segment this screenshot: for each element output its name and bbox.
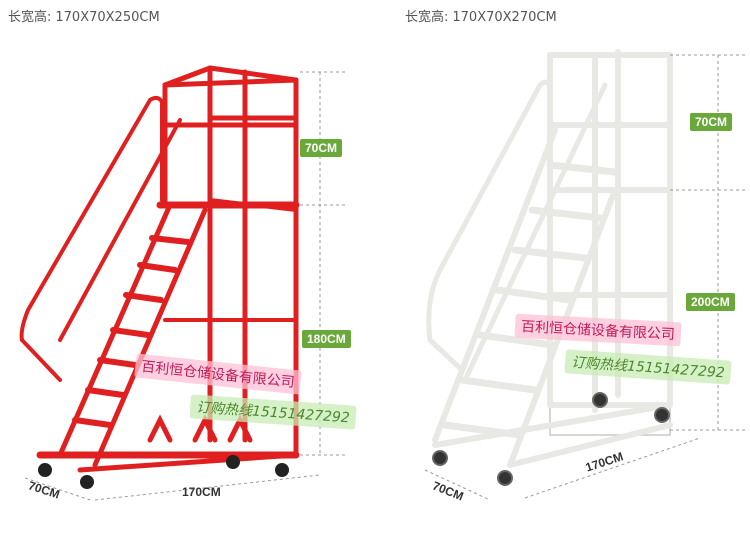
left-red-ladder (19, 65, 300, 489)
left-spec-value: 170X70X250CM (55, 10, 160, 25)
right-white-ladder (426, 49, 673, 486)
left-spec-line: 长宽高:170X70X250CM (8, 6, 160, 25)
right-top-height-tag: 70CM (690, 113, 733, 131)
right-middle-height-tag: 200CM (686, 293, 735, 311)
right-spec-line: 长宽高:170X70X270CM (405, 6, 557, 25)
left-middle-height-tag: 180CM (302, 330, 351, 348)
right-spec-label: 长宽高: (405, 10, 449, 25)
left-length-label: 170CM (182, 485, 221, 499)
left-dimension-lines (24, 71, 345, 501)
right-spec-value: 170X70X270CM (452, 10, 557, 25)
left-top-height-tag: 70CM (300, 139, 343, 157)
left-spec-label: 长宽高: (8, 10, 52, 25)
